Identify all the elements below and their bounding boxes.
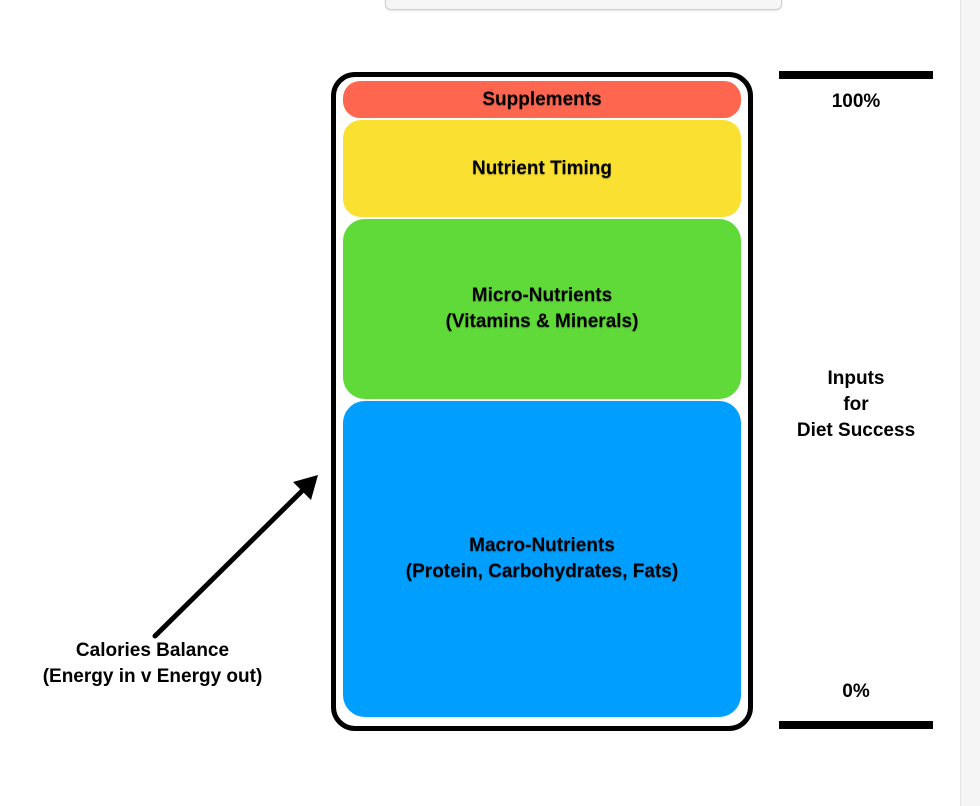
callout-line-2: (Energy in v Energy out) (42, 666, 263, 687)
calories-balance-callout: Calories Balance (Energy in v Energy out… (20, 638, 285, 690)
layer-nutrient-timing: Nutrient Timing (343, 120, 741, 217)
inputs-caption-line-2: for (843, 394, 869, 415)
layer-micro-nutrients: Micro-Nutrients (Vitamins & Minerals) (343, 219, 741, 399)
inputs-caption-line-3: Diet Success (796, 420, 916, 441)
layer-macro-nutrients: Macro-Nutrients (Protein, Carbohydrates,… (343, 401, 741, 717)
layer-micro-nutrients-subtitle: (Vitamins & Minerals) (445, 311, 639, 332)
layer-macro-nutrients-title: Macro-Nutrients (469, 535, 615, 556)
layer-macro-nutrients-subtitle: (Protein, Carbohydrates, Fats) (405, 561, 679, 582)
layer-nutrient-timing-label: Nutrient Timing (471, 157, 613, 179)
scrollbar-track[interactable] (960, 0, 980, 806)
layer-supplements: Supplements (343, 81, 741, 118)
scale-top-line (779, 71, 933, 79)
window-top-edge (385, 0, 782, 10)
diet-pyramid-container: Supplements Nutrient Timing Micro-Nutrie… (331, 72, 753, 731)
layer-micro-nutrients-title: Micro-Nutrients (471, 285, 613, 306)
inputs-caption: Inputs for Diet Success (775, 366, 937, 444)
scale-bottom-line (779, 721, 933, 729)
scale-bottom-label: 0% (842, 681, 870, 702)
inputs-caption-line-1: Inputs (827, 368, 885, 389)
callout-line-1: Calories Balance (75, 640, 230, 661)
scale-top-label: 100% (831, 91, 881, 112)
layer-supplements-label: Supplements (482, 88, 602, 110)
